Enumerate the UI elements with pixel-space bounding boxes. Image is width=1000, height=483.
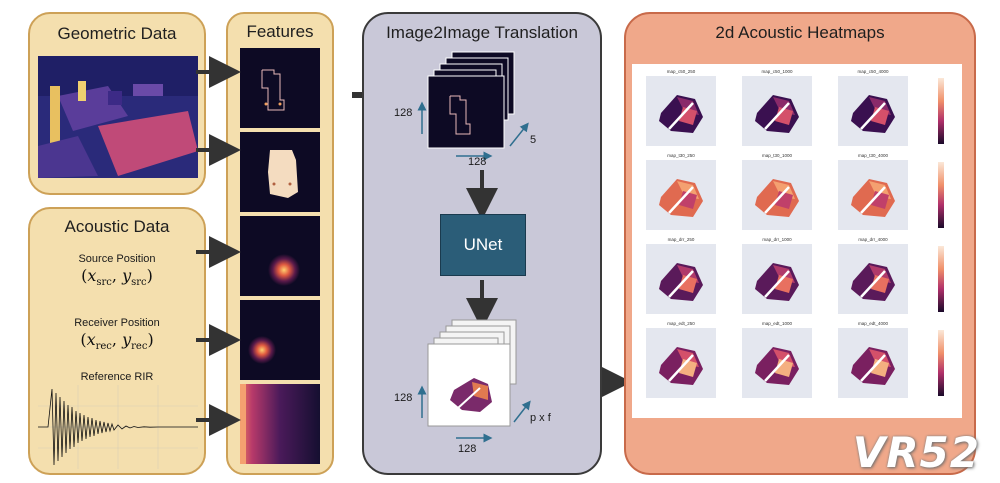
input-width-label: 128 <box>468 156 487 168</box>
subplot-title: map_c50_4000 <box>857 69 889 74</box>
output-tensor-stack <box>417 319 531 443</box>
heatmap-wall <box>764 186 790 214</box>
heatmaps-title: 2d Acoustic Heatmaps <box>715 23 885 42</box>
output-width-label: 128 <box>458 443 477 455</box>
receiver-position-formula: (xrec, yrec) <box>80 330 154 353</box>
subplot-title: map_c50_250 <box>667 69 696 74</box>
feature-floorplan-outline <box>240 48 320 128</box>
output-depth-label: p x f <box>530 412 551 424</box>
heatmap-wall <box>860 186 886 214</box>
subplot-title: map_edt_250 <box>667 321 695 326</box>
room-3d-render <box>38 56 198 178</box>
heatmap-wall <box>668 354 694 382</box>
heatmap-wall <box>764 354 790 382</box>
geometric-data-panel: Geometric Data <box>28 12 206 195</box>
output-height-label: 128 <box>394 392 413 404</box>
colorbar <box>938 162 944 228</box>
source-position-label: Source Position <box>78 253 156 265</box>
subplot-title: map_t30_250 <box>667 153 695 158</box>
receiver-position-label: Receiver Position <box>74 317 160 329</box>
feature-floor-mask <box>240 132 320 212</box>
acoustic-data-panel: Acoustic Data Source Position (xsrc, ysr… <box>28 207 206 475</box>
subplot-title: map_t30_4000 <box>858 153 889 158</box>
subplot-title: map_drr_4000 <box>858 237 888 242</box>
colorbar <box>938 78 944 144</box>
feature-rir-spectrogram <box>240 384 320 464</box>
subplot-title: map_t30_1000 <box>762 153 793 158</box>
rir-waveform <box>38 385 198 469</box>
source-position-formula: (xsrc, ysrc) <box>81 266 153 289</box>
heatmap-wall <box>764 102 790 130</box>
heatmap-wall <box>668 270 694 298</box>
heatmap-wall <box>764 270 790 298</box>
watermark: VR52 <box>852 428 980 477</box>
heatmap-wall <box>860 270 886 298</box>
heatmap-wall <box>668 102 694 130</box>
input-tensor-stack <box>417 51 529 161</box>
input-depth-label: 5 <box>530 134 537 146</box>
heatmap-wall <box>860 102 886 130</box>
features-title: Features <box>246 22 314 41</box>
unet-label: UNet <box>463 235 503 254</box>
acoustic-data-title: Acoustic Data <box>64 217 170 236</box>
subplot-title: map_drr_250 <box>668 237 695 242</box>
subplot-title: map_edt_1000 <box>762 321 793 326</box>
heatmap-wall <box>668 186 694 214</box>
input-height-label: 128 <box>394 107 413 119</box>
translation-title: Image2Image Translation <box>386 23 578 42</box>
subplot-title: map_c50_1000 <box>761 69 793 74</box>
heatmap-wall <box>860 354 886 382</box>
unet-block: UNet <box>440 214 526 276</box>
feature-receiver-gaussian <box>240 300 320 380</box>
subplot-title: map_drr_1000 <box>762 237 792 242</box>
geometric-data-title: Geometric Data <box>57 24 177 43</box>
reference-rir-label: Reference RIR <box>80 371 154 383</box>
feature-source-gaussian <box>240 216 320 296</box>
colorbar <box>938 246 944 312</box>
colorbar <box>938 330 944 396</box>
subplot-title: map_edt_4000 <box>858 321 889 326</box>
heatmap-grid-figure: map_c50_250 map_c50_1000 map_c50_4000 map_t… <box>632 64 962 418</box>
